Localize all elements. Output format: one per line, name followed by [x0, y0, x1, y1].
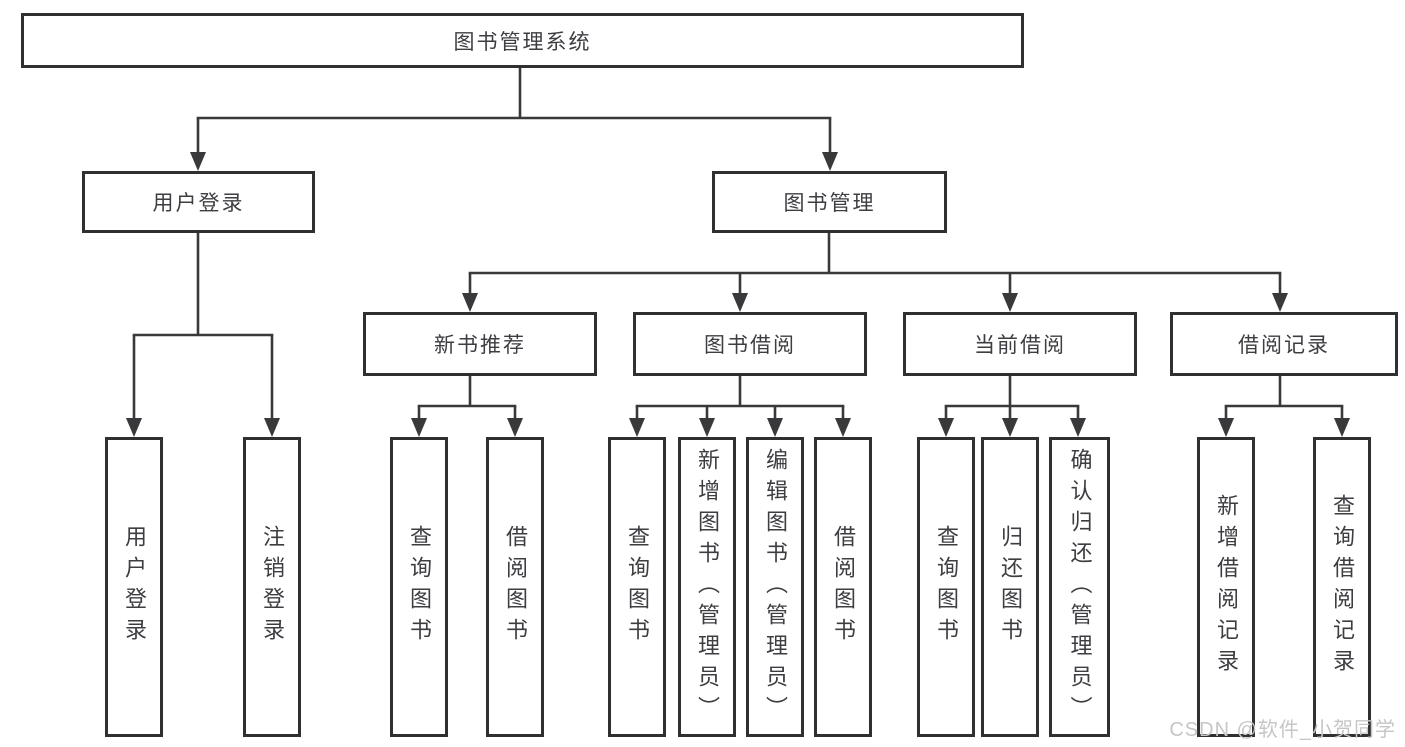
leaf-label: 用户登录 — [122, 525, 147, 649]
node-label: 用户登录 — [152, 192, 245, 215]
leaf-label: 查询图书 — [625, 525, 650, 649]
leaf-label: 归还图书 — [998, 525, 1023, 649]
node-library-management-system: 图书管理系统 — [21, 13, 1024, 68]
leaf-cb-query-books: 查询图书 — [917, 437, 975, 737]
leaf-label: 新增借阅记录 — [1214, 494, 1239, 680]
leaf-br-query-record: 查询借阅记录 — [1313, 437, 1371, 737]
node-current-borrow: 当前借阅 — [903, 312, 1137, 376]
leaf-label: 新增图书（管理员） — [695, 447, 720, 727]
leaf-logout: 注销登录 — [243, 437, 301, 737]
leaf-bb-edit-books-admin: 编辑图书（管理员） — [746, 437, 804, 737]
node-label: 图书管理 — [783, 192, 876, 215]
node-user-login-module: 用户登录 — [82, 171, 315, 233]
leaf-nb-borrow-books: 借阅图书 — [486, 437, 544, 737]
node-label: 图书借阅 — [704, 334, 796, 357]
node-label: 新书推荐 — [434, 334, 526, 357]
leaf-label: 查询图书 — [407, 525, 432, 649]
leaf-label: 借阅图书 — [503, 525, 528, 649]
leaf-label: 借阅图书 — [831, 525, 856, 649]
leaf-label: 确认归还（管理员） — [1067, 447, 1093, 727]
node-borrow-records: 借阅记录 — [1170, 312, 1398, 376]
leaf-label: 查询图书 — [934, 525, 959, 649]
leaf-user-login: 用户登录 — [105, 437, 163, 737]
leaf-br-add-record: 新增借阅记录 — [1197, 437, 1255, 737]
leaf-bb-borrow-books: 借阅图书 — [814, 437, 872, 737]
node-book-management-module: 图书管理 — [712, 171, 947, 233]
node-label: 当前借阅 — [974, 334, 1066, 357]
leaf-label: 查询借阅记录 — [1330, 494, 1355, 680]
leaf-bb-add-books-admin: 新增图书（管理员） — [678, 437, 736, 737]
leaf-bb-query-books: 查询图书 — [608, 437, 666, 737]
arrowheads — [126, 152, 1350, 437]
node-book-borrow: 图书借阅 — [633, 312, 867, 376]
node-new-book-recommend: 新书推荐 — [363, 312, 597, 376]
node-label: 图书管理系统 — [453, 30, 592, 54]
leaf-cb-return-books: 归还图书 — [981, 437, 1039, 737]
leaf-cb-confirm-return-admin: 确认归还（管理员） — [1049, 437, 1110, 737]
leaf-nb-query-books: 查询图书 — [390, 437, 448, 737]
leaf-label: 编辑图书（管理员） — [763, 447, 788, 727]
node-label: 借阅记录 — [1238, 334, 1330, 357]
leaf-label: 注销登录 — [260, 525, 285, 649]
csdn-watermark: CSDN @软件_小贺同学 — [1169, 719, 1396, 741]
